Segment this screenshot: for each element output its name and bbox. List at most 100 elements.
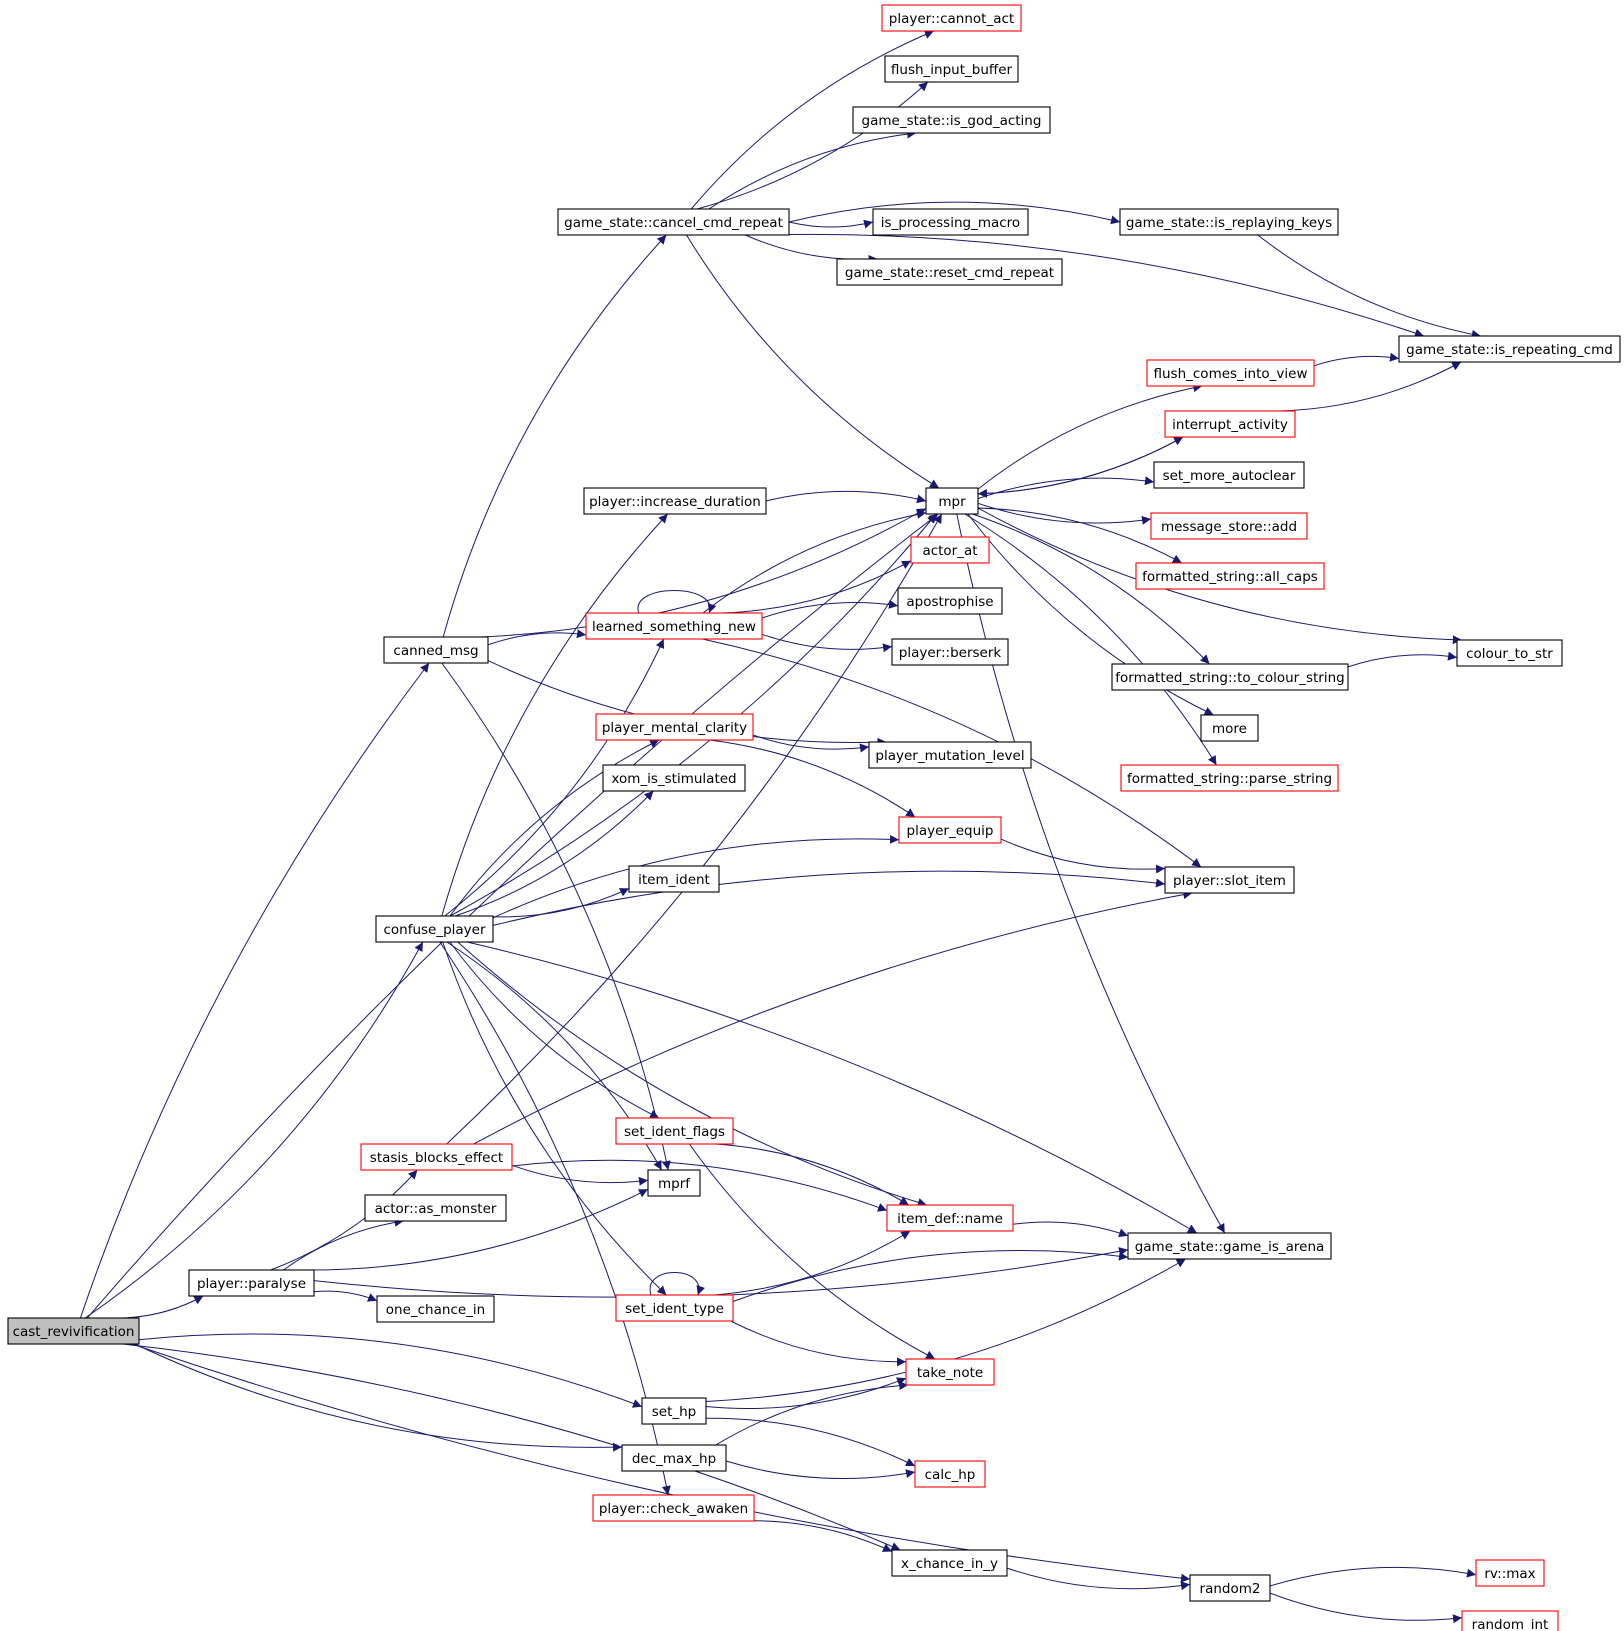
node-label: item_ident — [638, 872, 710, 888]
node-label: confuse_player — [383, 922, 486, 938]
node-cast-revivification: cast_revivification — [7, 1317, 140, 1345]
node-box — [595, 713, 754, 741]
node-label: stasis_blocks_effect — [370, 1150, 503, 1166]
edge-mpr-to-formatted-string-all-caps — [977, 507, 1183, 564]
node-formatted-string-all-caps: formatted_string::all_caps — [1135, 562, 1325, 590]
node-box — [881, 4, 1022, 32]
edge-learned-something-new-to-apostrophise — [761, 599, 899, 619]
node-label: message_store::add — [1161, 519, 1297, 535]
node-box — [1461, 1610, 1559, 1631]
edge-cast-revivification-to-mpr — [86, 513, 939, 1319]
node-more: more — [1200, 714, 1259, 742]
edge-learned-something-new-to-mpr — [702, 509, 927, 614]
edge-confuse-player-to-player-increase-duration — [441, 513, 669, 917]
edge-canned-msg-to-mprf — [441, 662, 671, 1171]
node-box — [897, 587, 1003, 615]
node-label: player::increase_duration — [589, 494, 761, 510]
node-is-god-acting: game_state::is_god_acting — [852, 106, 1051, 134]
edge-player-paralyse-to-one-chance-in — [313, 1290, 378, 1302]
node-box — [1189, 1574, 1271, 1602]
node-box — [188, 1269, 315, 1297]
node-label: interrupt_activity — [1172, 417, 1288, 433]
edge-cast-revivification-to-set-hp — [138, 1333, 643, 1408]
edge-mpr-to-parse-string — [964, 513, 1217, 766]
node-label: actor::as_monster — [375, 1201, 497, 1217]
node-box — [868, 741, 1032, 769]
node-label: set_ident_flags — [624, 1124, 725, 1140]
edge-confuse-player-to-xom-is-stimulated — [454, 790, 654, 917]
node-box — [884, 55, 1019, 83]
edge-random2-to-random-int — [1269, 1592, 1463, 1624]
edge-interrupt-activity-to-mpr — [977, 436, 1184, 498]
node-label: mprf — [658, 1176, 691, 1192]
node-box — [1398, 335, 1621, 363]
node-box — [7, 1317, 140, 1345]
node-box — [891, 1549, 1008, 1577]
node-random-int: random_int — [1461, 1610, 1559, 1631]
node-set-hp: set_hp — [641, 1397, 707, 1425]
node-mprf: mprf — [647, 1169, 701, 1197]
edge-set-ident-flags-to-take-note — [688, 1143, 936, 1360]
edge-set-ident-type-to-game-is-arena — [732, 1250, 1129, 1302]
node-label: calc_hp — [925, 1467, 976, 1483]
node-box — [615, 1117, 734, 1145]
edge-set-ident-type-to-take-note — [730, 1320, 907, 1367]
edge-stasis-blocks-effect-to-player-slot-item — [473, 890, 1193, 1145]
edge-x-chance-in-y-to-random2 — [1006, 1567, 1191, 1591]
node-label: rv::max — [1484, 1566, 1535, 1582]
node-box — [1120, 764, 1339, 792]
edge-player-mental-clarity-to-player-equip — [709, 739, 916, 818]
node-box — [376, 1295, 495, 1323]
node-box — [615, 1294, 734, 1322]
node-box — [621, 1444, 727, 1472]
edge-mpr-to-message-store-add — [977, 502, 1152, 525]
node-player-berserk: player::berserk — [891, 638, 1009, 666]
node-label: take_note — [917, 1365, 983, 1381]
node-apostrophise: apostrophise — [897, 587, 1003, 615]
node-confuse-player: confuse_player — [375, 915, 494, 943]
node-label: set_hp — [652, 1404, 697, 1420]
node-label: formatted_string::to_colour_string — [1115, 670, 1344, 686]
node-item-def-name: item_def::name — [886, 1204, 1014, 1232]
node-label: game_state::cancel_cmd_repeat — [564, 215, 783, 231]
edge-cancel-cmd-repeat-to-reset-cmd-repeat — [745, 234, 878, 264]
node-label: flush_comes_into_view — [1153, 366, 1307, 382]
node-label: set_more_autoclear — [1163, 468, 1296, 484]
node-player-mental-clarity: player_mental_clarity — [595, 713, 754, 741]
edge-set-hp-to-take-note — [705, 1377, 907, 1410]
node-player-increase-duration: player::increase_duration — [583, 487, 767, 515]
node-box — [1150, 512, 1308, 540]
node-label: game_state::is_replaying_keys — [1126, 215, 1332, 231]
node-label: set_ident_type — [625, 1301, 724, 1317]
node-box — [836, 258, 1063, 286]
edge-learned-something-new-to-player-slot-item — [702, 638, 1202, 868]
edge-cast-revivification-to-canned-msg — [79, 662, 430, 1319]
edge-cast-revivification-to-player-paralyse — [121, 1295, 204, 1319]
node-cancel-cmd-repeat: game_state::cancel_cmd_repeat — [557, 208, 790, 236]
node-to-colour-string: formatted_string::to_colour_string — [1111, 663, 1349, 691]
node-is-processing-macro: is_processing_macro — [872, 208, 1029, 236]
edge-cancel-cmd-repeat-to-player-cannot-act — [690, 30, 934, 210]
edges-layer — [79, 30, 1481, 1624]
node-label: formatted_string::all_caps — [1142, 569, 1318, 585]
node-label: x_chance_in_y — [901, 1556, 998, 1572]
node-label: player_mental_clarity — [602, 720, 747, 736]
edge-learned-something-new-to-player-berserk — [761, 633, 893, 653]
edge-item-def-name-to-game-is-arena — [1012, 1221, 1129, 1238]
node-box — [1153, 461, 1305, 489]
node-box — [592, 1494, 755, 1522]
node-player-check-awaken: player::check_awaken — [592, 1494, 755, 1522]
edge-canned-msg-to-mpr — [480, 508, 927, 638]
node-calc-hp: calc_hp — [914, 1460, 986, 1488]
edge-confuse-player-to-game-is-arena — [466, 941, 1198, 1234]
node-box — [364, 1194, 507, 1222]
node-actor-at: actor_at — [910, 536, 990, 564]
edge-player-paralyse-to-game-is-arena — [313, 1247, 1129, 1298]
node-xom-is-stimulated: xom_is_stimulated — [602, 764, 746, 792]
node-box — [925, 487, 979, 515]
node-take-note: take_note — [905, 1358, 995, 1386]
edge-confuse-player-to-player-mental-clarity — [449, 739, 660, 917]
node-label: apostrophise — [906, 594, 993, 610]
node-box — [602, 764, 746, 792]
edge-player-paralyse-to-actor-as-monster — [283, 1217, 404, 1271]
